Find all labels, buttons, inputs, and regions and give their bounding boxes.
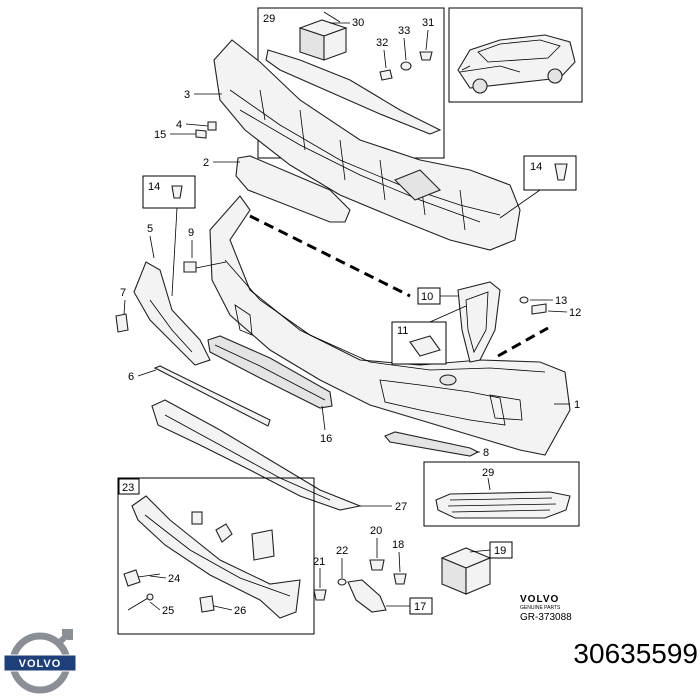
- callout-4: 4: [176, 119, 182, 131]
- part-11-bracket: [409, 335, 441, 357]
- callout-2: 2: [203, 157, 209, 169]
- callout-14-left: 14: [148, 181, 160, 193]
- part-18-clip: [393, 573, 407, 585]
- callout-20: 20: [370, 525, 382, 537]
- part-2-energy-absorber: [235, 155, 351, 223]
- part-30-fastener-kit-box: [298, 11, 348, 61]
- callout-16: 16: [320, 433, 332, 445]
- callout-26: 26: [234, 605, 246, 617]
- callout-14-right: 14: [530, 161, 542, 173]
- callout-8: 8: [483, 447, 489, 459]
- part-17-bracket: [347, 579, 387, 613]
- part-20-clip: [369, 559, 385, 571]
- lower-kit-frame: [117, 477, 315, 635]
- callout-23: 23: [122, 482, 134, 494]
- callout-5: 5: [147, 223, 153, 235]
- part-19-fastener-kit-box: [440, 547, 492, 595]
- callout-18: 18: [392, 539, 404, 551]
- part-6-trim-strip: [153, 365, 271, 427]
- callout-29-upper: 29: [263, 13, 275, 25]
- part-24-bolt: [123, 569, 161, 587]
- part-10-side-grille: [457, 281, 501, 363]
- callout-21: 21: [313, 556, 325, 568]
- part-29-bracket: [265, 49, 442, 135]
- part-4-nut: [207, 121, 217, 131]
- callout-6: 6: [128, 371, 134, 383]
- callout-33: 33: [398, 25, 410, 37]
- part-26-clip: [199, 595, 215, 613]
- callout-30: 30: [352, 17, 364, 29]
- part-21-screw: [313, 589, 327, 601]
- callout-14-right-box: [523, 155, 577, 191]
- part-5-bumper-side-section: [133, 261, 211, 366]
- part-14-clip-right: [554, 163, 568, 181]
- part-23-plate: [251, 529, 275, 561]
- part-31-clip: [419, 29, 433, 61]
- callout-27: 27: [395, 501, 407, 513]
- callout-14-left-box: [142, 175, 196, 209]
- callout-11: 11: [397, 325, 408, 337]
- part-23-small-clip: [191, 511, 203, 525]
- part-32-screw: [379, 49, 393, 81]
- part-3-bumper-carrier: [213, 39, 521, 251]
- part-8-grille: [384, 431, 480, 457]
- part-1-bumper-cover: [209, 195, 571, 456]
- callout-1: 1: [574, 399, 580, 411]
- part-27-skid-plate: [151, 399, 362, 511]
- callout-15: 15: [154, 129, 166, 141]
- callout-25: 25: [162, 605, 174, 617]
- callout-10: 10: [421, 291, 433, 303]
- part-25-rivet: [127, 593, 154, 611]
- guide-line-right: [497, 326, 549, 358]
- part-33-washer: [400, 37, 412, 71]
- callout-9: 9: [188, 227, 194, 239]
- brand-subtitle: GENUINE PARTS: [520, 605, 561, 611]
- part-16-lower-grille: [207, 335, 333, 409]
- part-15-screw: [195, 129, 207, 139]
- callout-22: 22: [336, 545, 348, 557]
- callout-19: 19: [494, 545, 506, 557]
- lower-grille-frame: [423, 461, 580, 527]
- brand-name: VOLVO: [520, 594, 560, 605]
- part-22-washer: [337, 578, 347, 586]
- part-number: 30635599: [573, 638, 698, 669]
- part-23-lower-cover: [131, 495, 301, 619]
- car-thumbnail-frame: [448, 7, 583, 103]
- part-12-screw: [531, 303, 547, 315]
- callout-29-lower: 29: [482, 467, 494, 479]
- callout-24: 24: [168, 573, 180, 585]
- part-7-bracket: [115, 313, 129, 333]
- part-29-lower-grille: [435, 491, 571, 519]
- callout-12: 12: [569, 307, 581, 319]
- part-9-cap: [183, 261, 197, 273]
- part-13-washer: [519, 296, 529, 304]
- callout-23-box: [118, 478, 140, 495]
- volvo-iron-mark-logo: VOLVO: [3, 629, 77, 694]
- callout-13: 13: [555, 295, 567, 307]
- callout-7: 7: [120, 287, 126, 299]
- guide-line-upper: [249, 214, 411, 298]
- callout-3: 3: [184, 89, 190, 101]
- logo-text: VOLVO: [19, 658, 62, 670]
- suv-car-icon: [457, 34, 576, 94]
- callout-31: 31: [422, 17, 434, 29]
- part-23-bushing: [215, 523, 233, 543]
- diagram-code: GR-373088: [520, 612, 572, 623]
- part-14-clip-left: [171, 185, 183, 199]
- callout-17: 17: [414, 601, 426, 613]
- callout-32: 32: [376, 37, 388, 49]
